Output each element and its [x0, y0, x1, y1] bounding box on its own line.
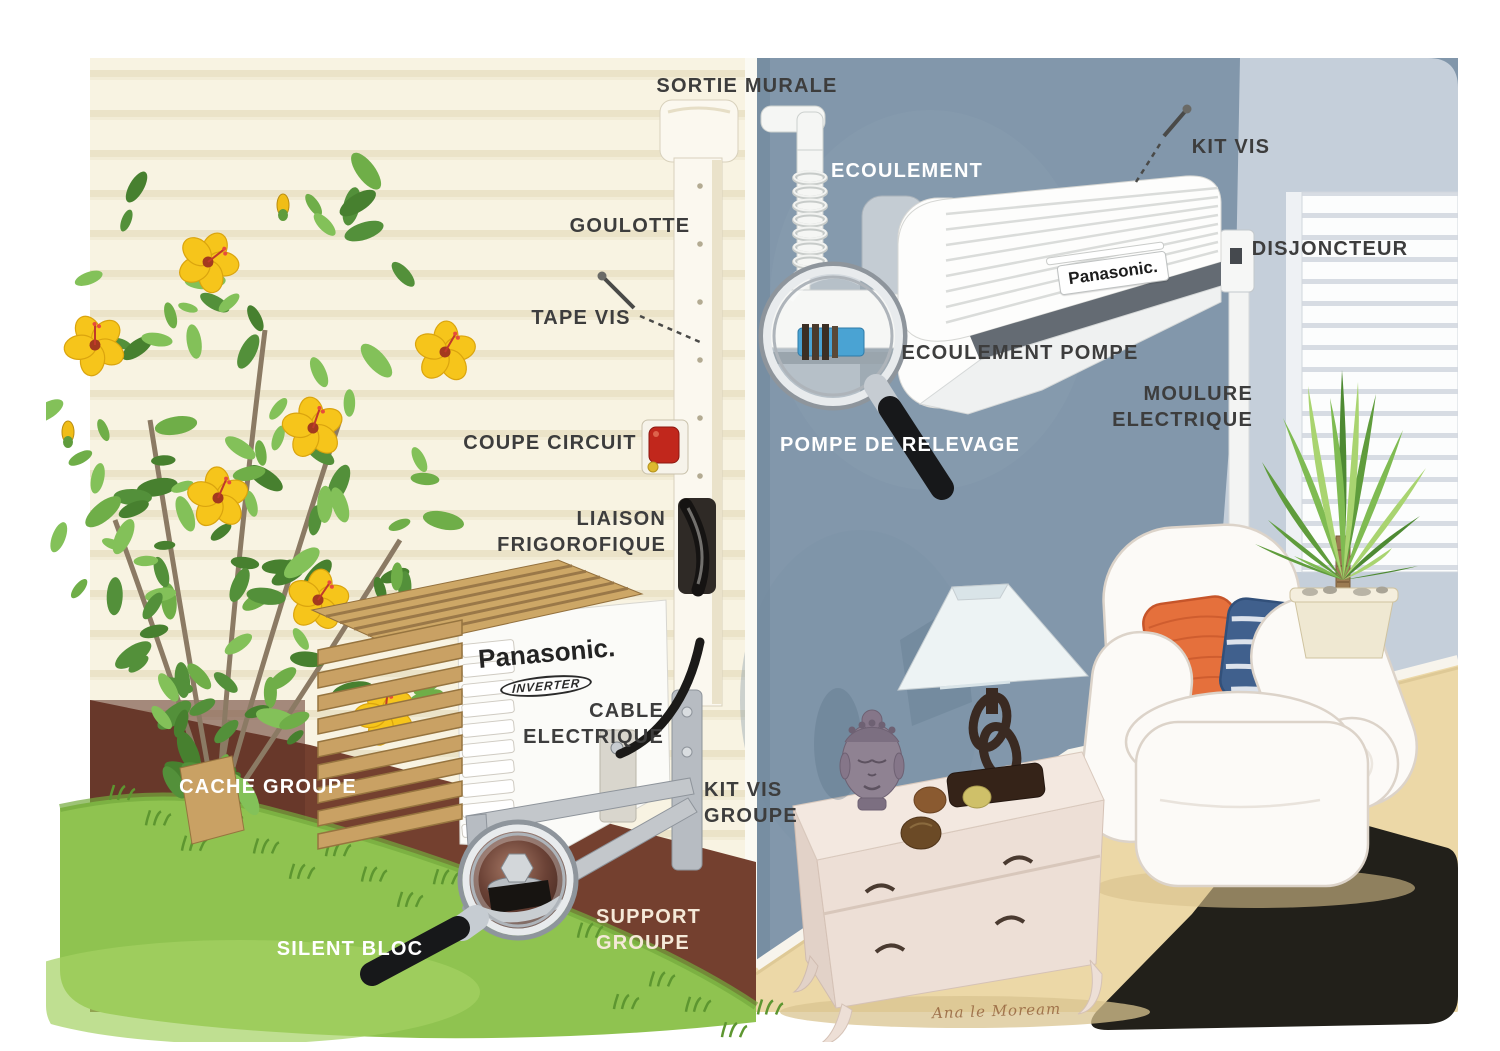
- commode-leg-right: [1077, 959, 1103, 1015]
- table-lamp: [897, 583, 1090, 808]
- label-moulure-line1: MOULURE: [1143, 383, 1253, 405]
- label-kit-vis-groupe-line1: KIT VIS: [704, 779, 783, 801]
- plant-pot: [1293, 595, 1395, 659]
- magnified-bolt-head: [500, 853, 534, 883]
- buddha-eyes: [857, 759, 887, 764]
- potted-plant: [1255, 370, 1426, 659]
- indoor-unit-outlet-band: [970, 262, 1221, 360]
- wood-side-board: [179, 755, 245, 845]
- label-cable-line2: ELECTRIQUE: [523, 726, 664, 748]
- magnifier-handle: [878, 396, 954, 500]
- label-sortie-murale: SORTIE MURALE: [656, 75, 838, 97]
- label-ecoulement-pompe: ECOULEMENT POMPE: [901, 342, 1139, 364]
- commode-leg-left: [815, 1003, 853, 1042]
- label-tape-vis: TAPE VIS: [531, 307, 631, 329]
- magnifier-handle-2: [360, 916, 470, 986]
- magnifier-rim-outer: [758, 261, 908, 411]
- label-liaison-line1: LIAISON: [576, 508, 666, 530]
- wall-corner-shadow: [757, 58, 770, 1012]
- indoor-unit-underside: [918, 285, 1222, 415]
- window-frame-edge: [1286, 192, 1302, 572]
- label-support-line1: SUPPORT: [596, 906, 702, 928]
- decor-pebbles: [900, 785, 992, 850]
- label-ecoulement: ECOULEMENT: [831, 160, 983, 182]
- cache-groupe-wood: [179, 559, 644, 850]
- magnifier-pompe: [758, 261, 954, 500]
- label-disjoncteur: DISJONCTEUR: [1251, 238, 1409, 260]
- indoor-unit-slot: [1046, 241, 1165, 266]
- label-coupe-circuit: COUPE CIRCUIT: [463, 432, 637, 454]
- kit-vis-screw: [1134, 104, 1192, 183]
- commode: [780, 751, 1150, 1042]
- goulotte-shade: [712, 160, 722, 704]
- label-cache-groupe: CACHE GROUPE: [179, 776, 357, 798]
- magnifier-rim: [763, 266, 903, 406]
- armchair-skirt: [1134, 720, 1370, 888]
- label-cable-electrique: CABLE ELECTRIQUE: [523, 698, 664, 750]
- tape-vis-leader-line: [639, 314, 701, 344]
- label-moulure-electrique: MOULURE ELECTRIQUE: [1112, 381, 1253, 433]
- magnified-silent-bloc: [488, 880, 552, 914]
- commode-leg-back: [792, 954, 819, 993]
- drawer-handles: [864, 855, 1034, 954]
- goulotte-conduit: [659, 99, 739, 707]
- drawer-divider: [822, 854, 1101, 916]
- label-goulotte: GOULOTTE: [569, 215, 691, 237]
- coupe-circuit-indicator: [647, 461, 659, 473]
- label-silent-bloc: SILENT BLOC: [276, 938, 424, 960]
- wall-corner-trim: [745, 58, 757, 1012]
- commode-shadow: [780, 996, 1150, 1028]
- label-cable-line1: CABLE: [589, 700, 664, 722]
- label-liaison-frigorofique: LIAISON FRIGOROFIQUE: [497, 506, 666, 558]
- magnifier-silent-bloc: [360, 819, 579, 986]
- kit-vis-leader-line: [1134, 143, 1162, 183]
- cable-electrique-wire: [615, 637, 705, 759]
- label-pompe-de-relevage: POMPE DE RELEVAGE: [779, 434, 1021, 456]
- disjoncteur-switch: [1230, 248, 1242, 264]
- tape-vis-screw: [597, 271, 701, 344]
- label-kit-vis-groupe: KIT VIS GROUPE: [704, 777, 798, 829]
- coupe-circuit-box: [641, 419, 689, 475]
- label-support-groupe: SUPPORT GROUPE: [596, 904, 701, 956]
- label-kit-vis: KIT VIS: [1191, 136, 1271, 158]
- label-kit-vis-groupe-line2: GROUPE: [704, 805, 798, 827]
- buddha-head: [814, 688, 905, 811]
- plant-leaves: [1255, 370, 1426, 580]
- armchair: [1078, 523, 1418, 908]
- label-moulure-line2: ELECTRIQUE: [1112, 409, 1253, 431]
- label-liaison-line2: FRIGOROFIQUE: [497, 534, 666, 556]
- label-support-line2: GROUPE: [596, 932, 690, 954]
- buddha-lips: [863, 784, 881, 791]
